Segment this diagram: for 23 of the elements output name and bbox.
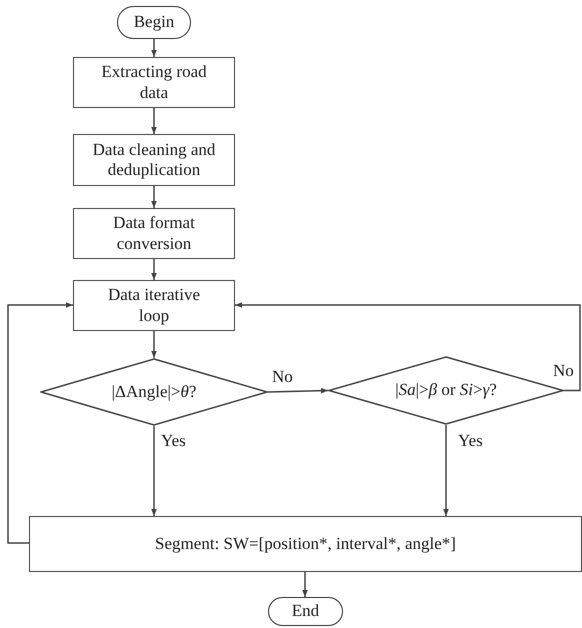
arrow [151, 39, 157, 57]
edge-label: Yes [161, 432, 186, 449]
arrow [151, 426, 157, 516]
edge-label: No [272, 368, 293, 385]
decision-text: |Sa|>β or Si>γ? [395, 380, 497, 401]
arrow [235, 302, 581, 392]
process-box: Data format conversion [73, 208, 235, 259]
process-box: Segment: SW=[position*, interval*, angle*] [29, 516, 582, 572]
decision-text: |ΔAngle|>θ? [112, 382, 196, 402]
arrow [268, 388, 328, 394]
arrow [151, 186, 157, 208]
process-box: Data iterative loop [73, 280, 235, 331]
arrow [443, 425, 449, 516]
arrow [302, 572, 308, 597]
arrow [151, 331, 157, 358]
edge-label: No [553, 362, 574, 379]
arrow [151, 259, 157, 280]
edge-label: Yes [458, 432, 483, 449]
arrow [7, 302, 73, 544]
process-box: Extracting road data [73, 57, 235, 108]
arrow [151, 108, 157, 134]
decision-diamond [40, 358, 268, 426]
process-box: Data cleaning and deduplication [73, 134, 235, 186]
